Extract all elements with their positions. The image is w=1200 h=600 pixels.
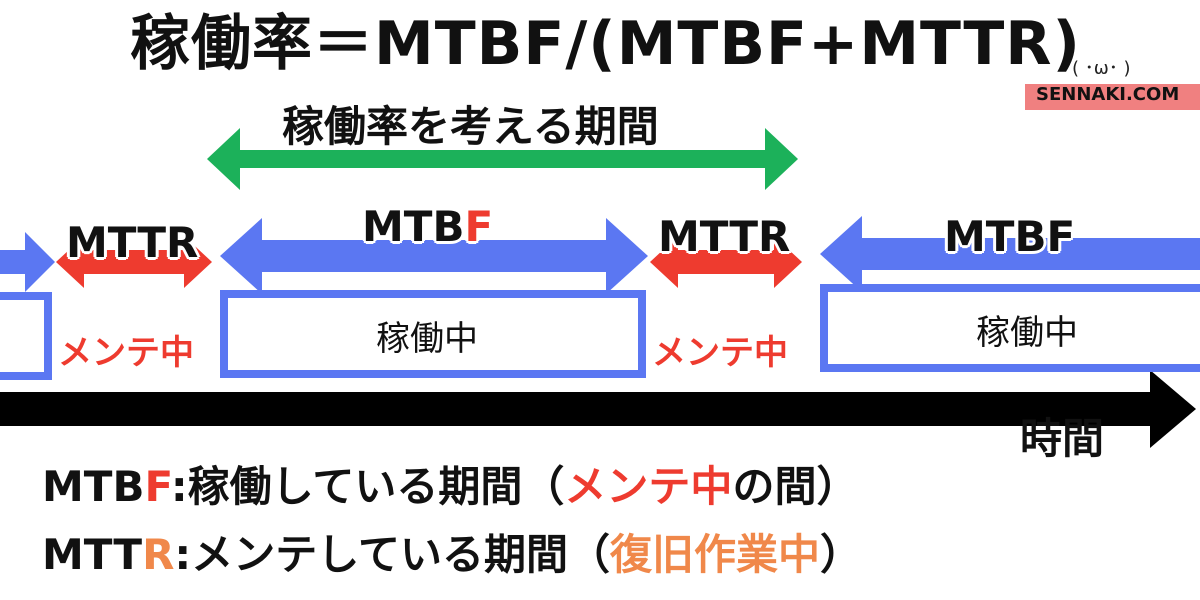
mtbf-label-1-prefix: MTB bbox=[362, 202, 465, 251]
mtbf-definition: MTBF:稼働している期間（メンテ中の間） bbox=[42, 466, 858, 508]
mtbf-arrow-2 bbox=[820, 216, 1200, 292]
mtbf-def-tail: の間） bbox=[732, 462, 859, 511]
mtbf-label-1-accent: F bbox=[464, 202, 494, 251]
maintenance-label-1: メンテ中 bbox=[58, 333, 194, 373]
running-label-1: 稼働中 bbox=[376, 319, 478, 359]
time-axis-label: 時間 bbox=[1020, 414, 1105, 463]
period-arrow bbox=[207, 128, 798, 190]
mtbf-def-accent: F bbox=[144, 462, 171, 511]
maintenance-label-2: メンテ中 bbox=[652, 333, 788, 373]
mttr-definition: MTTR:メンテしている期間（復旧作業中） bbox=[42, 534, 862, 576]
running-box-2: 稼働中 bbox=[820, 284, 1200, 372]
mtbf-def-body: :稼働している期間（ bbox=[170, 462, 565, 511]
mtbf-def-highlight: メンテ中 bbox=[564, 462, 733, 511]
mtbf-label-1: MTBF bbox=[362, 206, 493, 248]
running-box-partial bbox=[0, 292, 52, 380]
mttr-arrow-1 bbox=[56, 236, 212, 288]
formula-title: 稼働率＝MTBF/(MTBF+MTTR) bbox=[130, 9, 1081, 79]
running-label-2: 稼働中 bbox=[976, 313, 1078, 353]
mttr-label-2: MTTR bbox=[658, 212, 791, 261]
mttr-def-highlight: 復旧作業中 bbox=[609, 530, 820, 579]
mttr-arrow-2 bbox=[650, 236, 802, 288]
mttr-def-accent: R bbox=[142, 530, 175, 579]
period-label: 稼働率を考える期間 bbox=[282, 102, 659, 151]
brand-site: SENNAKI.COM bbox=[1036, 84, 1180, 105]
mttr-def-prefix: MTT bbox=[42, 530, 143, 579]
running-box-1: 稼働中 bbox=[220, 290, 646, 378]
brand-face: ( ･ω･ ) bbox=[1072, 58, 1131, 79]
mtbf-label-2: MTBF bbox=[944, 212, 1076, 261]
mtbf-arrow-1 bbox=[220, 218, 648, 294]
mttr-def-tail: ） bbox=[819, 530, 862, 579]
mttr-label-1: MTTR bbox=[66, 218, 199, 267]
mtbf-arrow-partial bbox=[0, 232, 55, 292]
mttr-def-body: :メンテしている期間（ bbox=[174, 530, 610, 579]
timeline-arrow bbox=[0, 370, 1196, 448]
brand-bar bbox=[1025, 84, 1200, 110]
mtbf-def-prefix: MTB bbox=[42, 462, 145, 511]
